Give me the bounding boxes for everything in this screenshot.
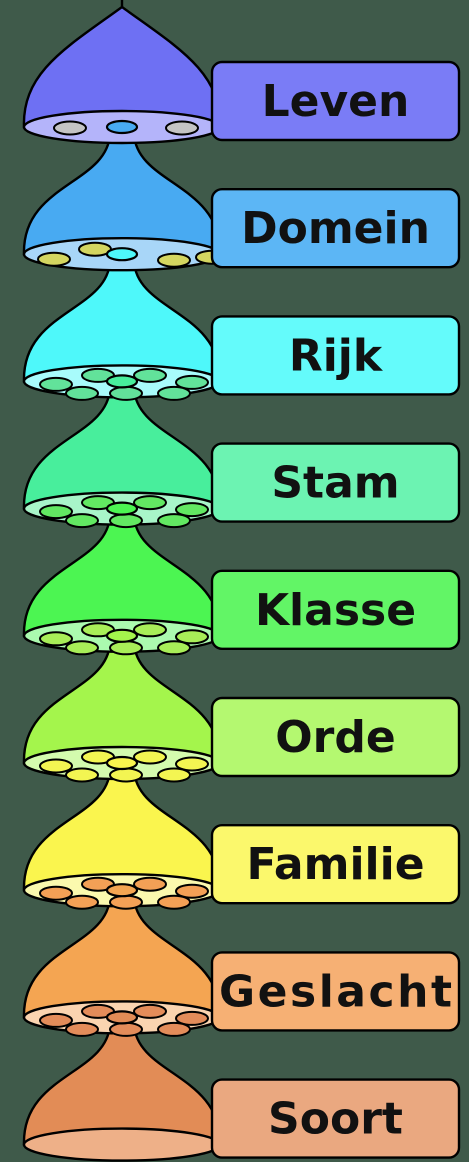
seed-geslacht-6 bbox=[157, 1021, 191, 1037]
dome-domein bbox=[22, 133, 222, 256]
level-orde bbox=[22, 641, 222, 783]
label-box-stam: Stam bbox=[210, 442, 461, 523]
label-box-rect-rijk bbox=[210, 315, 461, 396]
label-box-rect-klasse bbox=[210, 569, 461, 650]
neck-stam bbox=[105, 501, 139, 516]
level-soort bbox=[22, 1023, 222, 1162]
neck-domein bbox=[105, 247, 139, 262]
seed-stam-6 bbox=[157, 513, 191, 529]
label-box-soort: Soort bbox=[210, 1078, 461, 1159]
seed-orde-4 bbox=[65, 767, 99, 783]
seed-stam-3 bbox=[175, 502, 209, 518]
label-box-geslacht: Geslacht bbox=[210, 951, 461, 1032]
label-box-rect-familie bbox=[210, 824, 461, 905]
seed-orde-3 bbox=[175, 756, 209, 772]
dome-stam bbox=[22, 387, 222, 510]
seed-geslacht-0 bbox=[39, 1012, 73, 1028]
seed-geslacht-3 bbox=[175, 1010, 209, 1026]
seed-leven-0 bbox=[53, 120, 87, 136]
neck-geslacht bbox=[105, 1010, 139, 1025]
label-box-familie: Familie bbox=[210, 824, 461, 905]
neck-klasse bbox=[105, 628, 139, 643]
seed-stam-2 bbox=[133, 495, 167, 511]
rank-label-geslacht: Geslacht bbox=[219, 966, 452, 1017]
rank-label-rijk: Rijk bbox=[289, 330, 384, 381]
level-geslacht bbox=[22, 896, 222, 1037]
seed-orde-5 bbox=[109, 767, 143, 783]
seed-rijk-3 bbox=[175, 374, 209, 390]
seed-domein-0 bbox=[37, 251, 71, 267]
seed-orde-2 bbox=[133, 749, 167, 765]
seed-klasse-3 bbox=[175, 629, 209, 645]
label-box-leven: Leven bbox=[210, 60, 461, 142]
seed-klasse-5 bbox=[109, 640, 143, 656]
seed-klasse-4 bbox=[65, 640, 99, 656]
rank-label-stam: Stam bbox=[271, 458, 399, 509]
seed-familie-3 bbox=[175, 883, 209, 899]
label-box-rect-orde bbox=[210, 696, 461, 778]
rank-label-soort: Soort bbox=[268, 1094, 403, 1145]
dome-leven bbox=[22, 5, 222, 129]
label-box-rect-leven bbox=[210, 60, 461, 142]
seed-leven-1 bbox=[165, 120, 199, 136]
seed-geslacht-2 bbox=[133, 1003, 167, 1019]
seed-geslacht-4 bbox=[65, 1021, 99, 1037]
seed-stam-5 bbox=[109, 513, 143, 529]
seed-rijk-0 bbox=[39, 376, 73, 392]
dome-soort bbox=[22, 1023, 222, 1146]
label-box-rect-geslacht bbox=[210, 951, 461, 1032]
seed-stam-4 bbox=[65, 513, 99, 529]
rank-label-klasse: Klasse bbox=[255, 585, 416, 636]
seed-familie-4 bbox=[65, 894, 99, 910]
seed-klasse-0 bbox=[39, 631, 73, 647]
level-familie bbox=[22, 769, 222, 910]
label-box-domein: Domein bbox=[210, 187, 461, 269]
seed-rijk-5 bbox=[109, 385, 143, 401]
seed-familie-2 bbox=[133, 876, 167, 892]
label-box-orde: Orde bbox=[210, 696, 461, 778]
level-rijk bbox=[22, 260, 222, 401]
seed-rijk-6 bbox=[157, 385, 191, 401]
neck-familie bbox=[105, 883, 139, 898]
level-leven bbox=[22, 0, 222, 145]
level-domein bbox=[22, 133, 229, 272]
dome-klasse bbox=[22, 514, 222, 637]
rank-label-leven: Leven bbox=[262, 76, 410, 127]
seed-familie-5 bbox=[109, 894, 143, 910]
seed-klasse-6 bbox=[157, 640, 191, 656]
base-soort bbox=[22, 1127, 222, 1162]
label-box-klasse: Klasse bbox=[210, 569, 461, 650]
seed-familie-0 bbox=[39, 885, 73, 901]
dome-orde bbox=[22, 641, 222, 765]
level-stam bbox=[22, 387, 222, 529]
rank-label-familie: Familie bbox=[246, 839, 424, 890]
dome-rijk bbox=[22, 260, 222, 383]
seed-stam-0 bbox=[39, 504, 73, 520]
seed-domein-2 bbox=[157, 252, 191, 268]
label-box-rect-soort bbox=[210, 1078, 461, 1159]
seed-geslacht-5 bbox=[109, 1021, 143, 1037]
label-box-rijk: Rijk bbox=[210, 315, 461, 396]
seed-rijk-2 bbox=[133, 367, 167, 383]
seed-orde-0 bbox=[39, 758, 73, 774]
dome-familie bbox=[22, 769, 222, 892]
neck-leven bbox=[105, 119, 139, 135]
label-box-rect-stam bbox=[210, 442, 461, 523]
seed-orde-6 bbox=[157, 767, 191, 783]
dome-geslacht bbox=[22, 896, 222, 1019]
label-box-rect-domein bbox=[210, 187, 461, 269]
seed-rijk-4 bbox=[65, 385, 99, 401]
seed-familie-6 bbox=[157, 894, 191, 910]
neck-rijk bbox=[105, 374, 139, 389]
rank-label-domein: Domein bbox=[241, 203, 430, 254]
neck-orde bbox=[105, 755, 139, 771]
rank-label-orde: Orde bbox=[275, 712, 395, 763]
level-klasse bbox=[22, 514, 222, 656]
seed-klasse-2 bbox=[133, 622, 167, 638]
